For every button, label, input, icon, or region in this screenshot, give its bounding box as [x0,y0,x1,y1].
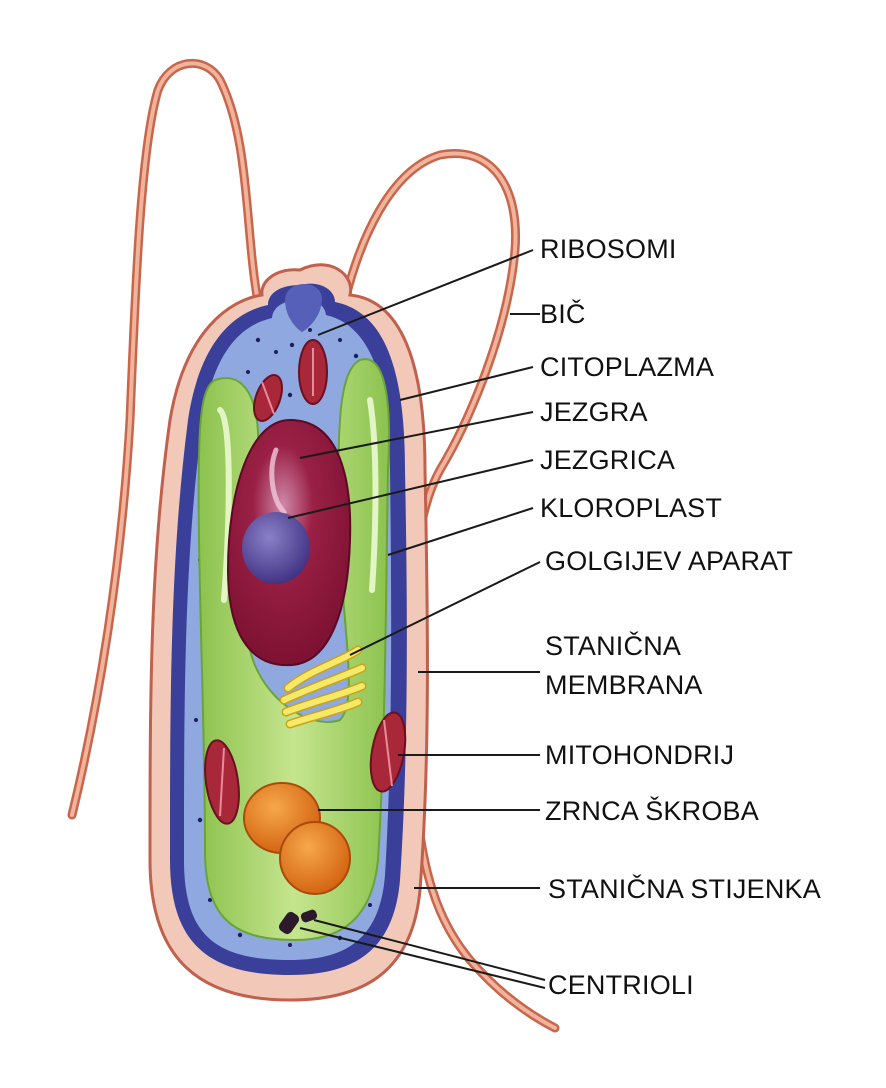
label-centrioli: CENTRIOLI [548,970,694,1000]
leader-lines [287,249,546,989]
flagellum-short [340,149,560,1033]
label-skrob: ZRNCA ŠKROBA [545,795,759,826]
label-kloroplast: KLOROPLAST [540,493,722,523]
flagellum-long [67,59,263,820]
label-jezgra: JEZGRA [540,397,648,427]
chloroplast-highlight [217,407,232,603]
starch-grain-2 [279,821,351,895]
centrioles [278,909,318,935]
label-membrana-line1: STANIČNA [545,630,681,661]
mitochondrion-left [204,739,240,825]
reservoir [285,283,322,332]
nucleolus [242,512,310,584]
label-golgi: GOLGIJEV APARAT [545,546,793,576]
golgi-apparatus [279,645,367,729]
mitochondrion-upper-left [253,374,283,422]
label-mitohondrij: MITOHONDRIJ [545,740,734,770]
label-jezgrica: JEZGRICA [540,445,675,475]
label-bic: BIČ [540,298,586,329]
label-citoplazma: CITOPLAZMA [540,352,714,382]
label-stijenka: STANIČNA STIJENKA [548,873,821,904]
mitochondrion-top [298,339,328,405]
label-membrana-line2: MEMBRANA [545,670,703,700]
label-ribosomi: RIBOSOMI [540,234,677,264]
